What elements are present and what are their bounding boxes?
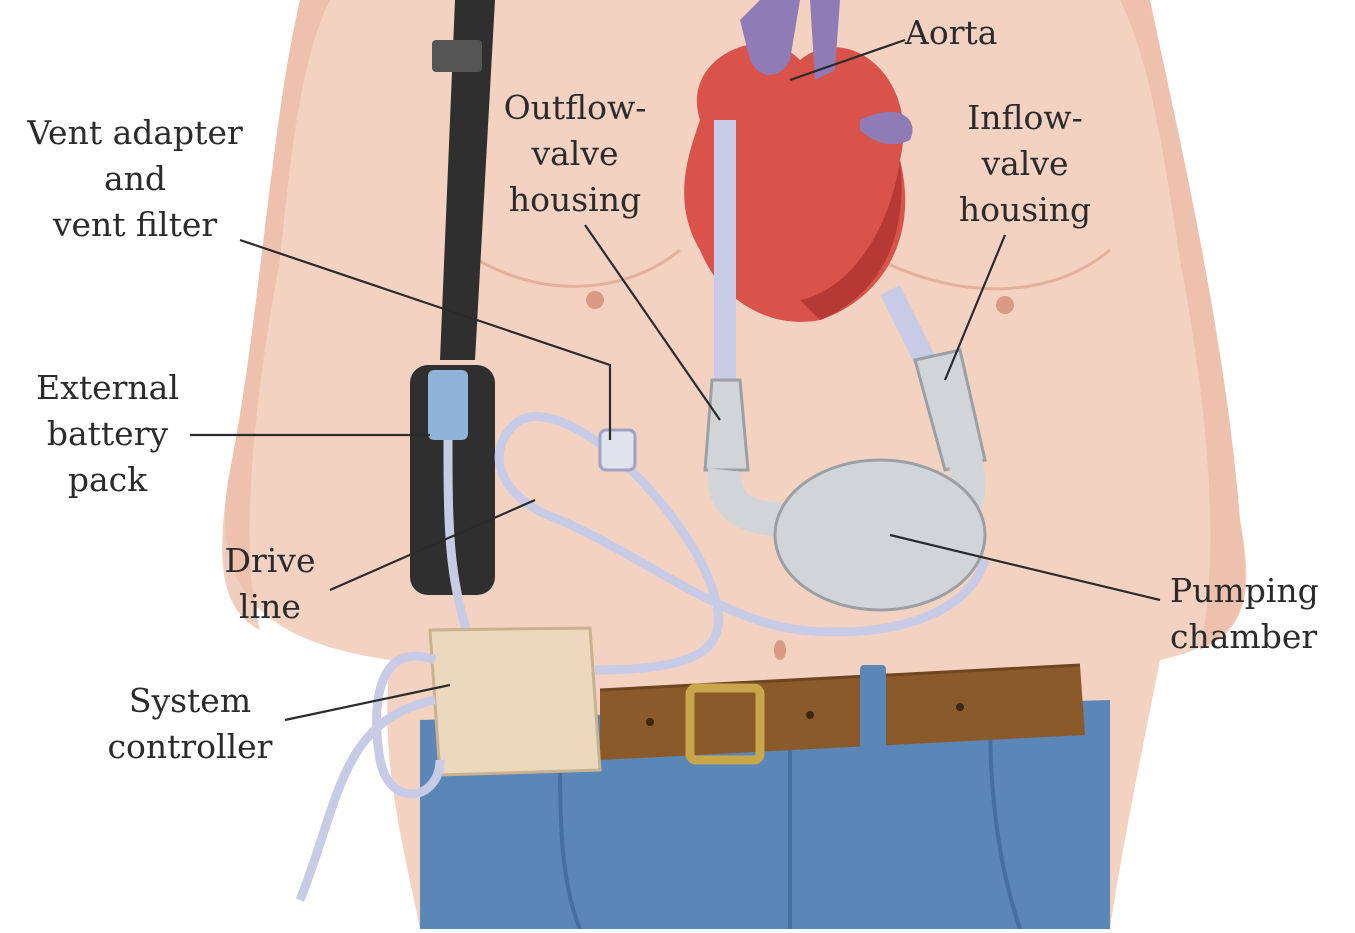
label-vent-line-1: Vent adapter (10, 110, 260, 156)
vent-adapter (600, 430, 635, 470)
nipple-left (586, 291, 604, 309)
label-drive-line-1: Drive (205, 538, 335, 584)
label-inflow-line-2: valve (945, 141, 1105, 187)
battery-connector (428, 370, 468, 440)
label-vent-line-2: and (10, 156, 260, 202)
nipple-right (996, 296, 1014, 314)
label-outflow-line-1: Outflow- (490, 85, 660, 131)
label-vent-adapter: Vent adapter and vent filter (10, 110, 260, 248)
label-inflow-line-3: housing (945, 187, 1105, 233)
label-battery-line-3: pack (25, 457, 190, 503)
label-vent-line-3: vent filter (10, 202, 260, 248)
label-outflow-line-3: housing (490, 177, 660, 223)
label-drive-line-2: line (205, 584, 335, 630)
label-aorta: Aorta (905, 10, 997, 56)
belt-loop (860, 665, 886, 775)
navel (774, 640, 786, 660)
label-battery-line-1: External (25, 365, 190, 411)
outflow-valve-housing (705, 380, 748, 470)
label-aorta-line: Aorta (905, 10, 997, 56)
label-pump-line-2: chamber (1170, 614, 1350, 660)
label-battery-line-2: battery (25, 411, 190, 457)
system-controller (430, 628, 600, 775)
label-controller-line-1: System (95, 678, 285, 724)
label-external-battery-pack: External battery pack (25, 365, 190, 503)
label-controller-line-2: controller (95, 724, 285, 770)
label-inflow-valve-housing: Inflow- valve housing (945, 95, 1105, 233)
label-outflow-valve-housing: Outflow- valve housing (490, 85, 660, 223)
strap-buckle (432, 40, 482, 72)
pumping-chamber (775, 460, 985, 610)
label-pumping-chamber: Pumping chamber (1170, 568, 1350, 660)
label-drive-line: Drive line (205, 538, 335, 630)
label-system-controller: System controller (95, 678, 285, 770)
label-pump-line-1: Pumping (1170, 568, 1350, 614)
label-inflow-line-1: Inflow- (945, 95, 1105, 141)
label-outflow-line-2: valve (490, 131, 660, 177)
